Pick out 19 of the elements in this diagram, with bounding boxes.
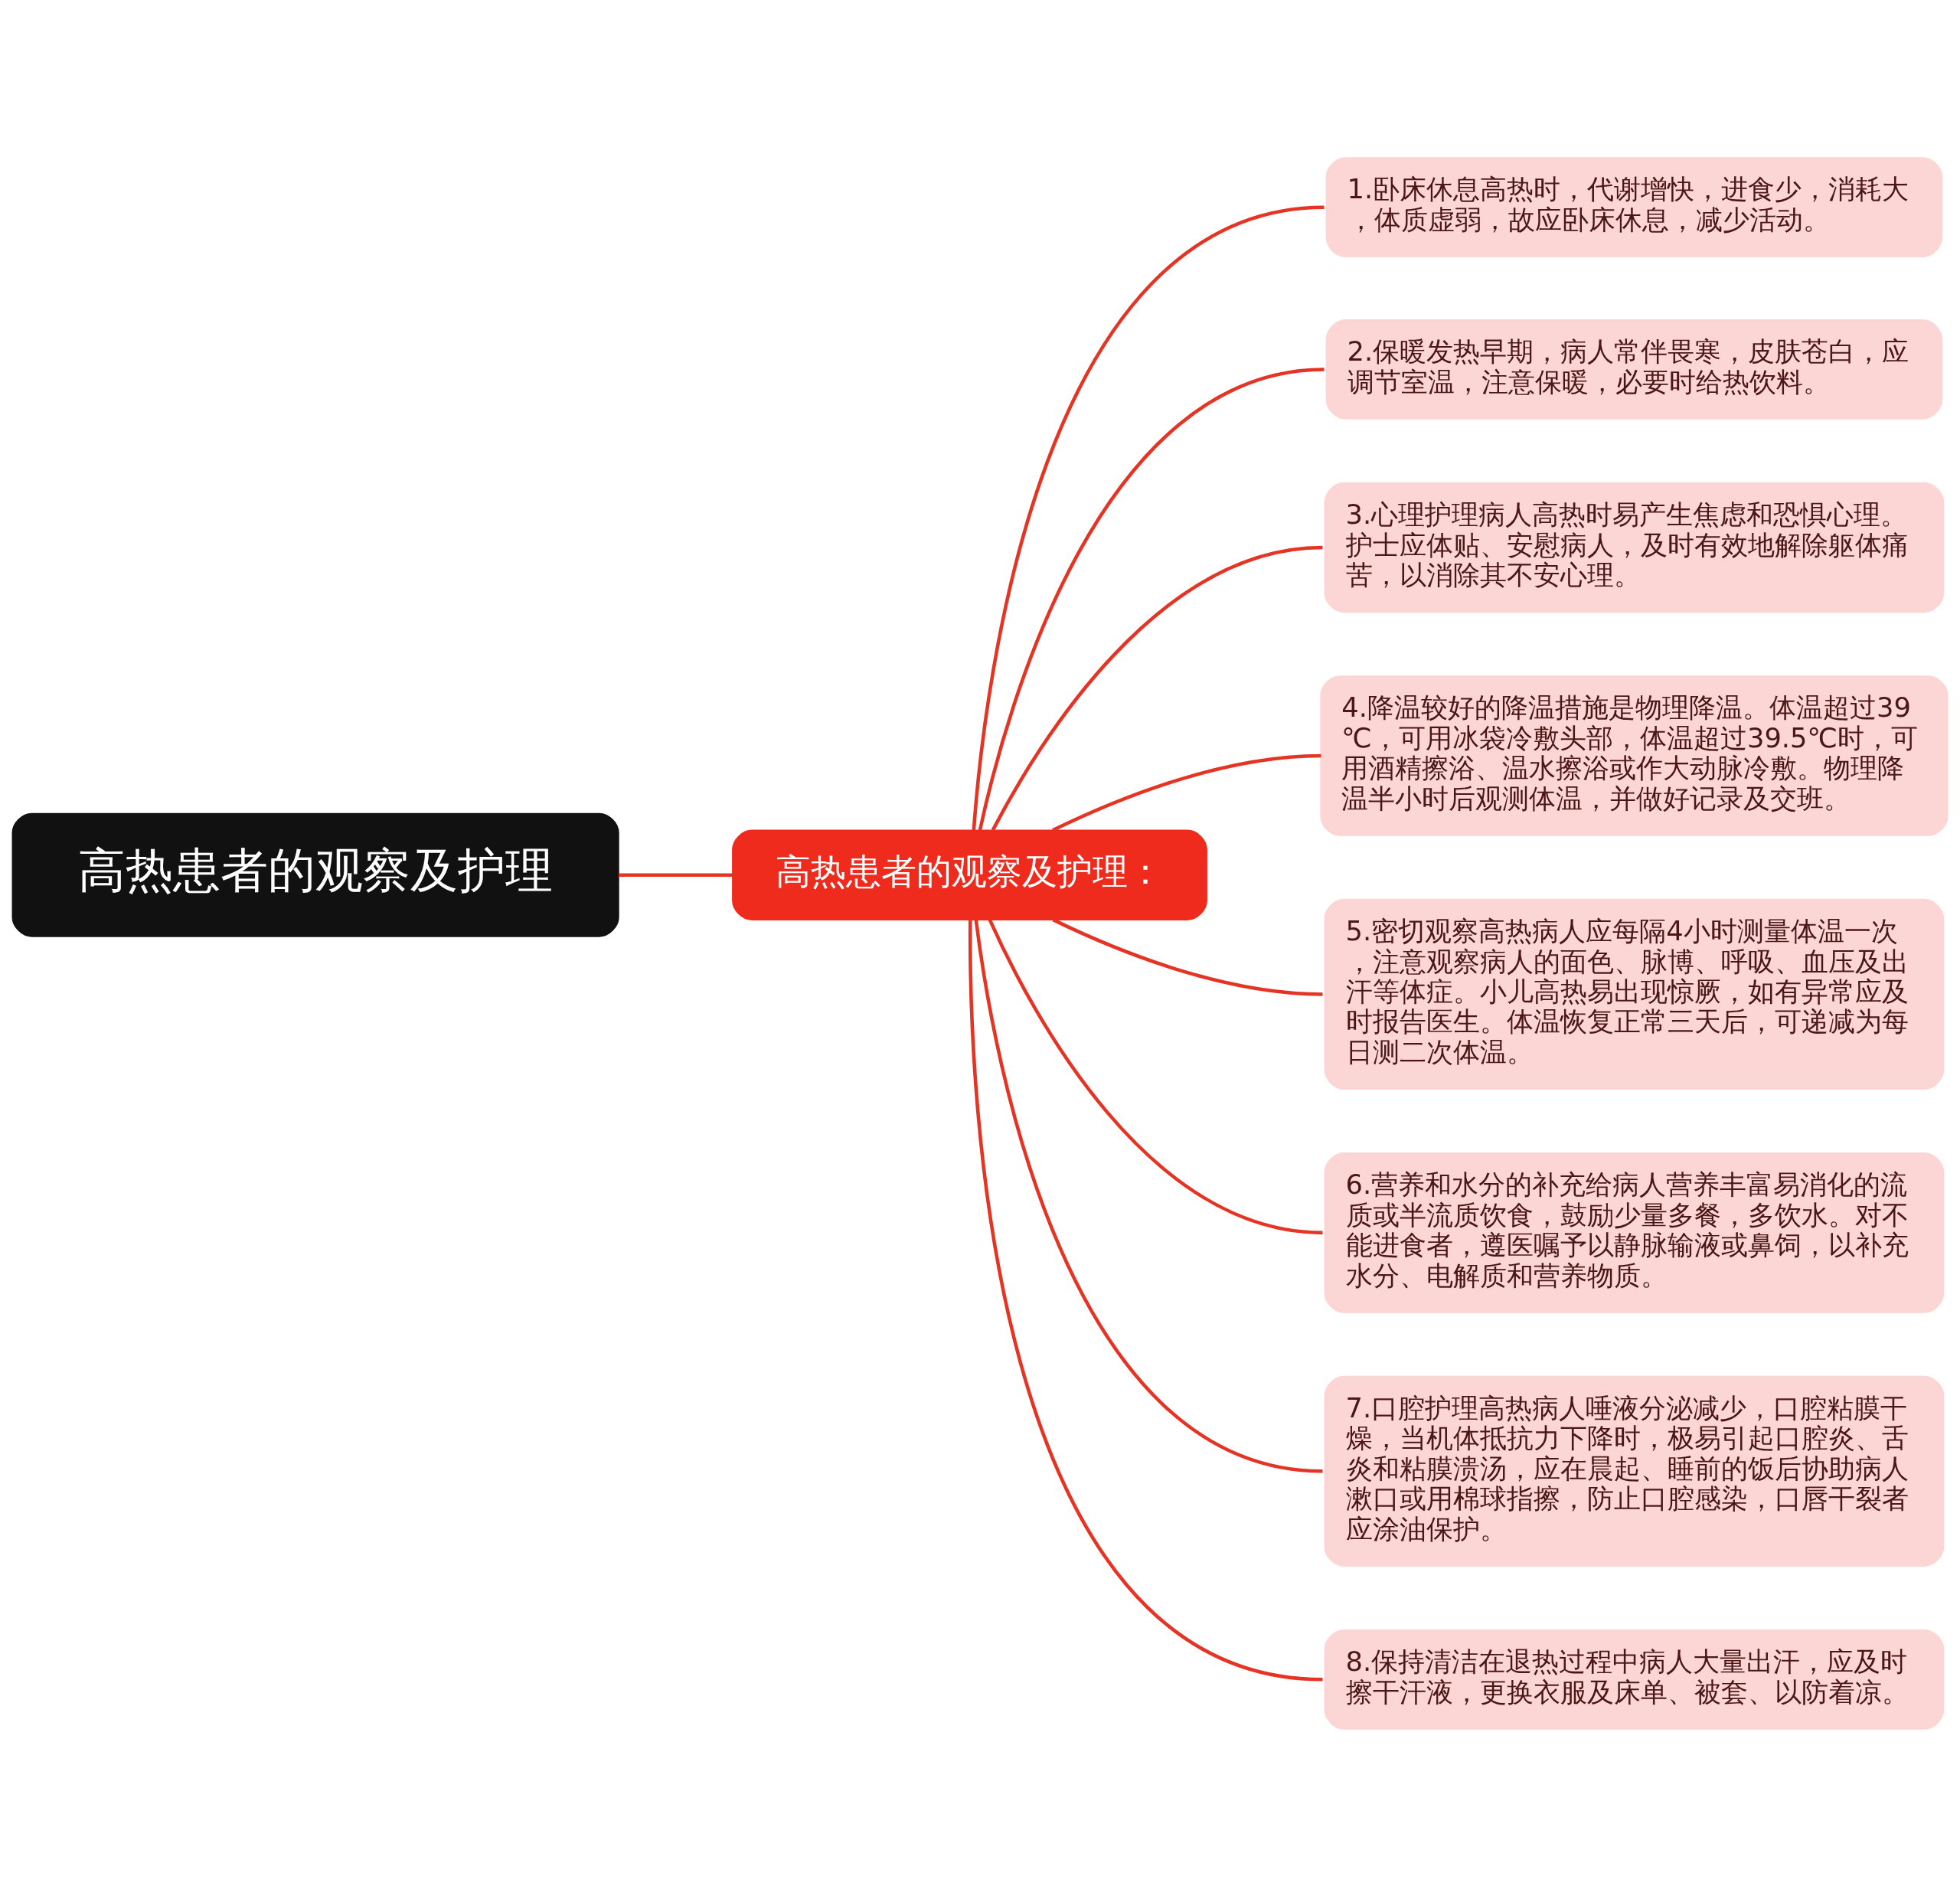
node-box: 高热患者的观察及护理 [11, 812, 619, 937]
node-box: 8.保持清洁在退热过程中病人大量出汗，应及时擦干汗液，更换衣服及床单、被套、以防着凉。 [1324, 1629, 1945, 1730]
node-box: 5.密切观察高热病人应每隔4小时测量体温一次，注意观察病人的面色、脉博、呼吸、血压及出汗等体症。小儿高热易出现惊厥，如有异常应及时报告医生。体温恢复正常三天后，可递减为每日测二次体温。 [1324, 898, 1945, 1090]
connector [618, 872, 733, 877]
node-box: 高热患者的观察及护理： [732, 829, 1207, 920]
connector [991, 545, 1323, 831]
connector [988, 918, 1323, 1234]
node-box: 2.保暖发热早期，病人常伴畏寒，皮肤苍白，应调节室温，注意保暖，必要时给热饮料。 [1325, 319, 1943, 420]
connector [974, 919, 1323, 1473]
node-box: 4.降温较好的降温措施是物理降温。体温超过39℃，可用冰袋冷敷头部，体温超过39.5℃时，可用酒精擦浴、温水擦浴或作大动脉冷敷。物理降温半小时后观测体温，并做好记录及交班。 [1320, 675, 1949, 836]
node-box: 7.口腔护理高热病人唾液分泌减少，口腔粘膜干燥，当机体抵抗力下降时，极易引起口腔炎、舌炎和粘膜溃汤，应在晨起、睡前的饭后协助病人漱口或用棉球指擦，防止口腔感染，口唇干裂者应涂油保护。 [1324, 1375, 1945, 1567]
connector [972, 204, 1325, 830]
node-box: 1.卧床休息高热时，代谢增快，进食少，消耗大，体质虚弱，故应卧床休息，减少活动。 [1325, 156, 1943, 257]
node-box: 3.心理护理病人高热时易产生焦虑和恐惧心理。护士应体贴、安慰病人，及时有效地解除躯体痛苦，以消除其不安心理。 [1324, 482, 1945, 613]
node-box: 6.营养和水分的补充给病人营养丰富易消化的流质或半流质饮食，鼓励少量多餐，多饮水。对不能进食者，遵医嘱予以静脉输液或鼻饲，以补充水分、电解质和营养物质。 [1324, 1152, 1945, 1313]
connector [1052, 917, 1323, 996]
connector [1051, 753, 1321, 832]
connector [978, 367, 1325, 831]
connector [968, 919, 1323, 1682]
